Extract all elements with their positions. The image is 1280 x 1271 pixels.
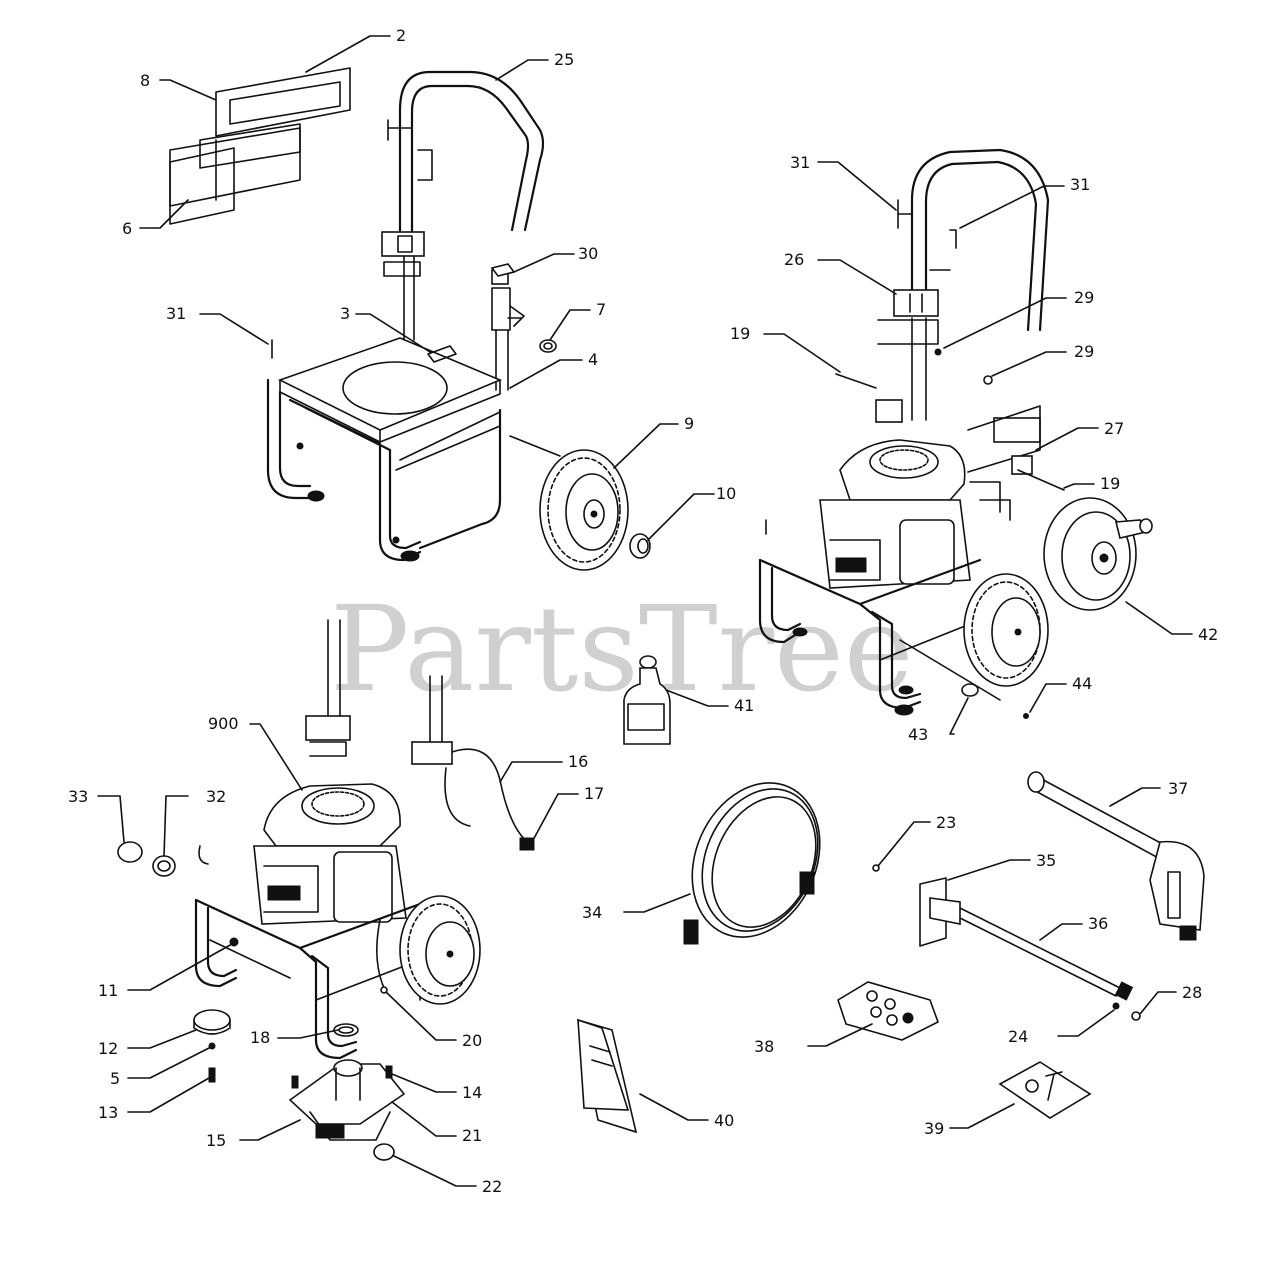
callout-31-a: 31	[166, 304, 186, 323]
callout-5: 5	[110, 1069, 120, 1088]
callout-33: 33	[68, 787, 88, 806]
frame-handle-assembly	[266, 70, 561, 562]
callout-43: 43	[908, 725, 928, 744]
watermark-text: PartsTree	[330, 580, 914, 718]
callout-39: 39	[924, 1119, 944, 1138]
oil-bottle-part-41	[623, 655, 671, 745]
callout-29-b: 29	[1074, 342, 1094, 361]
hose-coil-part-34	[683, 782, 821, 945]
nozzle-card-part-38	[837, 981, 939, 1041]
callout-2: 2	[396, 26, 406, 45]
callout-23: 23	[936, 813, 956, 832]
callout-21: 21	[462, 1126, 482, 1145]
decal-parts-2-8-6	[169, 67, 351, 225]
callout-37: 37	[1168, 779, 1188, 798]
callout-18: 18	[250, 1028, 270, 1047]
pump-assembly	[288, 1059, 406, 1161]
callout-30: 30	[578, 244, 598, 263]
callout-38: 38	[754, 1037, 774, 1056]
leader-lines	[97, 35, 1193, 1187]
callout-25: 25	[554, 50, 574, 69]
callout-labels: 2 8 6 25 30 31 3 7 4 9 10 31 31 26 29 29…	[68, 26, 1218, 1196]
callout-11: 11	[98, 981, 118, 1000]
callout-31-c: 31	[1070, 175, 1090, 194]
callout-14: 14	[462, 1083, 482, 1102]
callout-28: 28	[1182, 983, 1202, 1002]
callout-41: 41	[734, 696, 754, 715]
callout-12: 12	[98, 1039, 118, 1058]
tool-card-part-39	[998, 1061, 1092, 1119]
callout-19-b: 19	[1100, 474, 1120, 493]
callout-16: 16	[568, 752, 588, 771]
callout-13: 13	[98, 1103, 118, 1122]
callout-35: 35	[1036, 851, 1056, 870]
callout-15: 15	[206, 1131, 226, 1150]
callout-24: 24	[1008, 1027, 1028, 1046]
callout-8: 8	[140, 71, 150, 90]
callout-32: 32	[206, 787, 226, 806]
callout-31-b: 31	[790, 153, 810, 172]
callout-40: 40	[714, 1111, 734, 1130]
callout-7: 7	[596, 300, 606, 319]
manual-part-40	[576, 1018, 638, 1134]
callout-4: 4	[588, 350, 598, 369]
engine-assembly-left	[117, 619, 535, 1083]
callout-19-a: 19	[730, 324, 750, 343]
spray-gun-part-37	[1027, 771, 1205, 941]
callout-22: 22	[482, 1177, 502, 1196]
callout-20: 20	[462, 1031, 482, 1050]
callout-27: 27	[1104, 419, 1124, 438]
callout-6: 6	[122, 219, 132, 238]
callout-10: 10	[716, 484, 736, 503]
spray-wand-part-35-36	[919, 877, 1141, 1021]
callout-34: 34	[582, 903, 602, 922]
callout-9: 9	[684, 414, 694, 433]
callout-17: 17	[584, 784, 604, 803]
callout-900: 900	[208, 714, 239, 733]
callout-36: 36	[1088, 914, 1108, 933]
callout-3: 3	[340, 304, 350, 323]
wheel-part-9	[539, 449, 629, 571]
callout-44: 44	[1072, 674, 1092, 693]
hubcap-part-10	[629, 533, 651, 559]
callout-42: 42	[1198, 625, 1218, 644]
assembled-unit-right	[758, 148, 1153, 719]
callout-26: 26	[784, 250, 804, 269]
callout-29-a: 29	[1074, 288, 1094, 307]
